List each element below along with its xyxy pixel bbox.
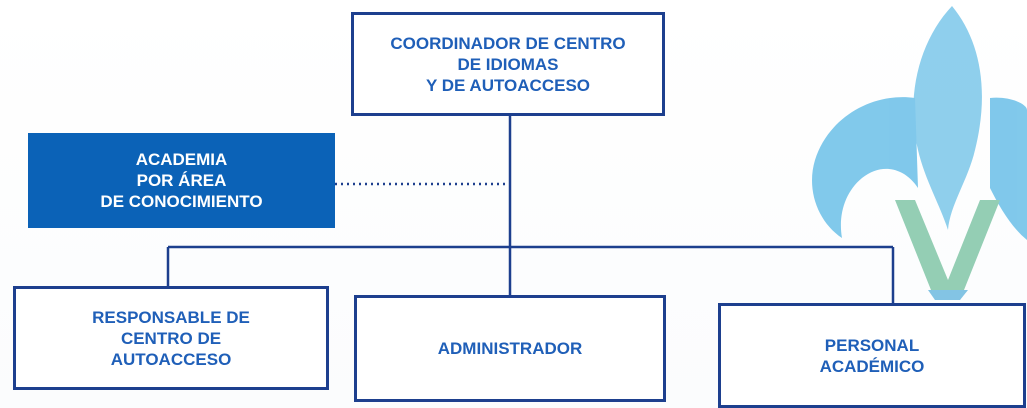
administrator-label: ADMINISTRADOR: [437, 339, 583, 358]
responsable-box: RESPONSABLE DE CENTRO DE AUTOACCESO: [13, 286, 329, 390]
administrator-box: ADMINISTRADOR: [354, 295, 666, 402]
watermark-petal-left: [812, 97, 918, 238]
watermark-v-lower: [928, 290, 968, 300]
coordinator-label: COORDINADOR DE CENTRO DE IDIOMAS Y DE AU…: [390, 33, 626, 95]
coordinator-box: COORDINADOR DE CENTRO DE IDIOMAS Y DE AU…: [351, 12, 665, 116]
responsable-label: RESPONSABLE DE CENTRO DE AUTOACCESO: [92, 307, 250, 369]
academy-label: ACADEMIA POR ÁREA DE CONOCIMIENTO: [100, 150, 263, 211]
academic-staff-box: PERSONAL ACADÉMICO: [718, 303, 1026, 408]
academic-staff-label: PERSONAL ACADÉMICO: [819, 335, 925, 376]
watermark-petal-right: [990, 97, 1027, 240]
watermark-v-shape: [895, 200, 1000, 300]
watermark-petal-top: [913, 6, 982, 230]
academy-box: ACADEMIA POR ÁREA DE CONOCIMIENTO: [28, 133, 335, 228]
